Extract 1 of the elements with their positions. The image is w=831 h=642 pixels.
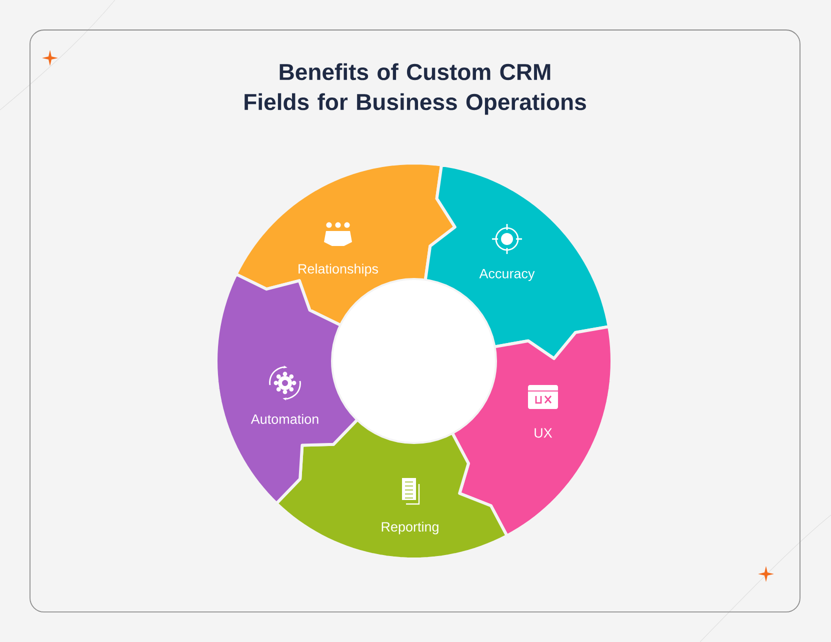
title: Benefits of Custom CRM Fields for Business Operations bbox=[244, 63, 586, 115]
